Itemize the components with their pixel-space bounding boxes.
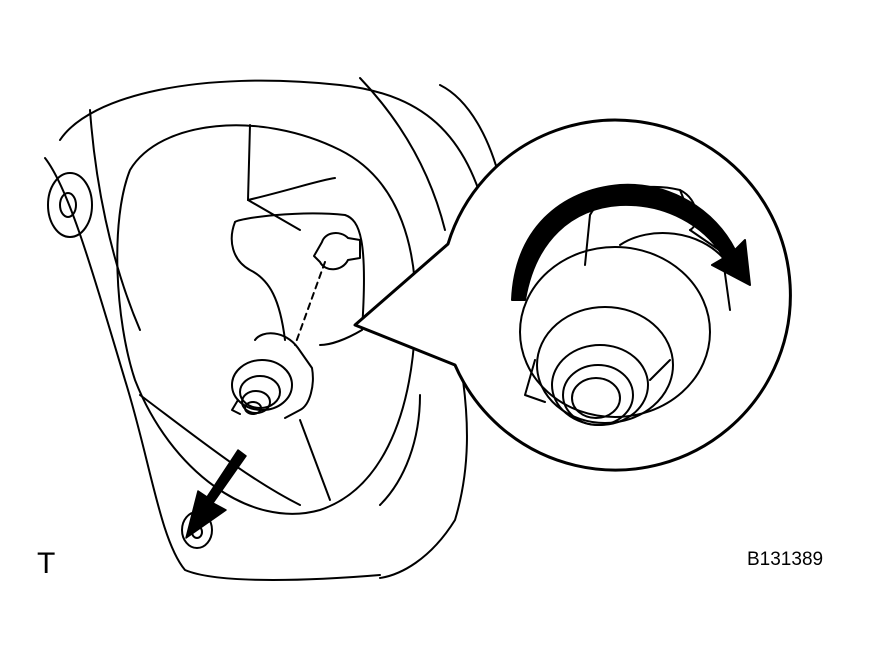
upper-mount-boss [47,172,93,238]
corner-mark: T [37,547,56,580]
bulb-socket-small [231,332,314,419]
figure-code: B131389 [747,549,824,570]
lamp-housing [44,77,501,581]
rotation-arrow-icon [511,183,751,301]
removal-direction-arrow-icon [185,449,247,539]
reflector-cover [116,124,417,515]
socket-mount-plate [230,212,365,346]
keyhole [313,232,361,271]
